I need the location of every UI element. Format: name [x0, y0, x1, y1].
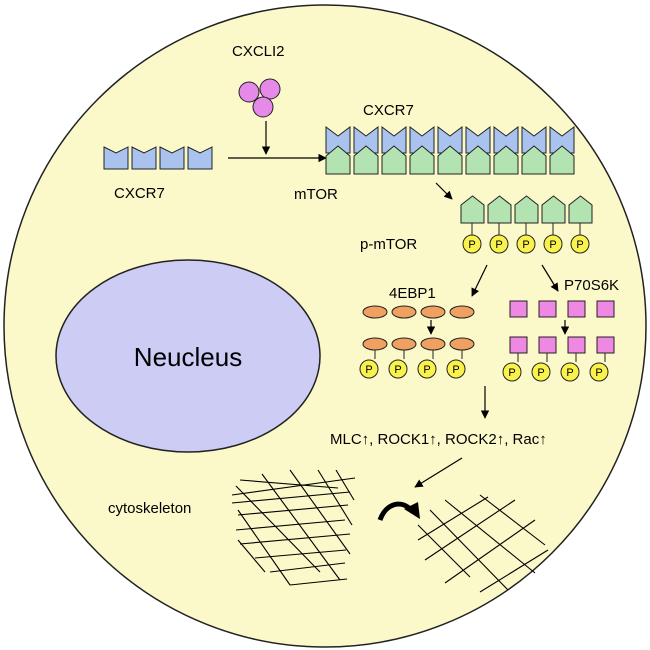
mtor-subunit: [381, 145, 407, 175]
p-mtor-subunit: [487, 195, 512, 224]
ligand-label: CXCLI2: [232, 43, 285, 60]
p-mtor-subunit: [541, 195, 566, 224]
phosphate-group: P: [560, 362, 580, 382]
mtor-subunit: [549, 145, 575, 175]
p70s6k-protein: [596, 336, 615, 354]
ebp1-protein: [449, 305, 475, 319]
phosphate-group: P: [489, 234, 509, 254]
cxcr7-receptor: [381, 126, 407, 154]
mtor-subunit: [409, 145, 435, 175]
cxcr7-receptor: [549, 126, 575, 154]
cxcr7-receptor: [409, 126, 435, 154]
p70s6k-protein: [538, 336, 557, 354]
cxcl12-ligand: [238, 78, 281, 118]
p70s6k-unphosphorylated: [509, 300, 615, 318]
cxcr7-receptor: [353, 126, 379, 154]
arrow-to-cytoskeleton: [414, 457, 463, 488]
phosphate-label: P: [576, 239, 583, 251]
phosphate-group: P: [516, 234, 536, 254]
cytoskeleton-label: cytoskeleton: [108, 500, 191, 517]
mtor-label: mTOR: [294, 186, 338, 203]
phosphate-group: P: [502, 362, 522, 382]
receptor-top-label: CXCR7: [363, 102, 414, 119]
effectors-label: MLC↑, ROCK1↑, ROCK2↑, Rac↑: [330, 431, 547, 448]
phosphate-label: P: [495, 239, 502, 251]
ebp1-unphosphorylated: [362, 305, 475, 319]
cxcr7-receptor: [187, 146, 213, 170]
ebp1-label: 4EBP1: [389, 285, 436, 302]
phosphate-group: P: [570, 234, 590, 254]
ebp1-protein: [420, 305, 446, 319]
cxcr7-receptor: [493, 126, 519, 154]
phosphate-label: P: [394, 364, 401, 376]
ebp1-protein: [391, 337, 417, 351]
mtor-row: [325, 145, 575, 175]
phosphate-label: P: [549, 239, 556, 251]
phosphate-label: P: [508, 367, 515, 379]
mtor-subunit: [521, 145, 547, 175]
phosphate-label: P: [537, 367, 544, 379]
mtor-subunit: [465, 145, 491, 175]
cytoskeleton-sparse-mesh: [417, 494, 549, 593]
ebp1-protein: [362, 337, 388, 351]
ebp1-protein: [391, 305, 417, 319]
phosphate-label: P: [365, 364, 372, 376]
arrow-to-p70s6k: [541, 264, 559, 292]
p70s6k-protein: [596, 300, 615, 318]
phosphate-group: P: [446, 359, 466, 379]
p70s6k-protein: [567, 300, 586, 318]
phosphate-label: P: [595, 367, 602, 379]
receptor-left-label: CXCR7: [114, 185, 165, 202]
cxcr7-receptor: [325, 126, 351, 154]
p70s6k-protein: [538, 300, 557, 318]
phosphate-label: P: [423, 364, 430, 376]
phosphate-group: P: [359, 359, 379, 379]
phosphate-label: P: [468, 239, 475, 251]
phosphate-label: P: [522, 239, 529, 251]
p-mtor-subunit: [514, 195, 539, 224]
p-mtor-subunit: [460, 195, 485, 224]
p70s6k-label: P70S6K: [564, 277, 619, 294]
phosphate-group: P: [388, 359, 408, 379]
nucleus: [55, 259, 321, 453]
cxcr7-receptor: [465, 126, 491, 154]
cxcr7-receptor: [159, 146, 185, 170]
mtor-subunit: [437, 145, 463, 175]
cxcr7-receptor: [131, 146, 157, 170]
phosphate-group: P: [462, 234, 482, 254]
cytoskeleton-dense-mesh: [231, 469, 356, 586]
arrow-to-4ebp1: [471, 264, 488, 297]
p70s6k-protein: [509, 300, 528, 318]
mtor-subunit: [353, 145, 379, 175]
cxcr7-receptor-row: [325, 126, 575, 154]
ebp1-protein: [362, 305, 388, 319]
phosphorylation-arrow: [435, 182, 453, 200]
p-mtor-subunit: [568, 195, 593, 224]
p70s6k-protein: [509, 336, 528, 354]
cxcr7-receptor: [521, 126, 547, 154]
phosphate-group: P: [589, 362, 609, 382]
phosphate-group: P: [531, 362, 551, 382]
mtor-subunit: [493, 145, 519, 175]
nucleus-label: Neucleus: [134, 342, 242, 372]
curved-arrow-icon: [377, 501, 420, 522]
phosphate-group: P: [543, 234, 563, 254]
p70s6k-protein: [567, 336, 586, 354]
p-mtor-label: p-mTOR: [360, 236, 417, 253]
cxcr7-receptor: [437, 126, 463, 154]
phosphate-group: P: [417, 359, 437, 379]
mtor-subunit: [325, 145, 351, 175]
cxcr7-receptor: [103, 146, 129, 170]
cxcr7-receptor-group-left: [103, 146, 213, 170]
phosphate-label: P: [566, 367, 573, 379]
ebp1-protein: [420, 337, 446, 351]
phosphate-label: P: [452, 364, 459, 376]
ebp1-protein: [449, 337, 475, 351]
